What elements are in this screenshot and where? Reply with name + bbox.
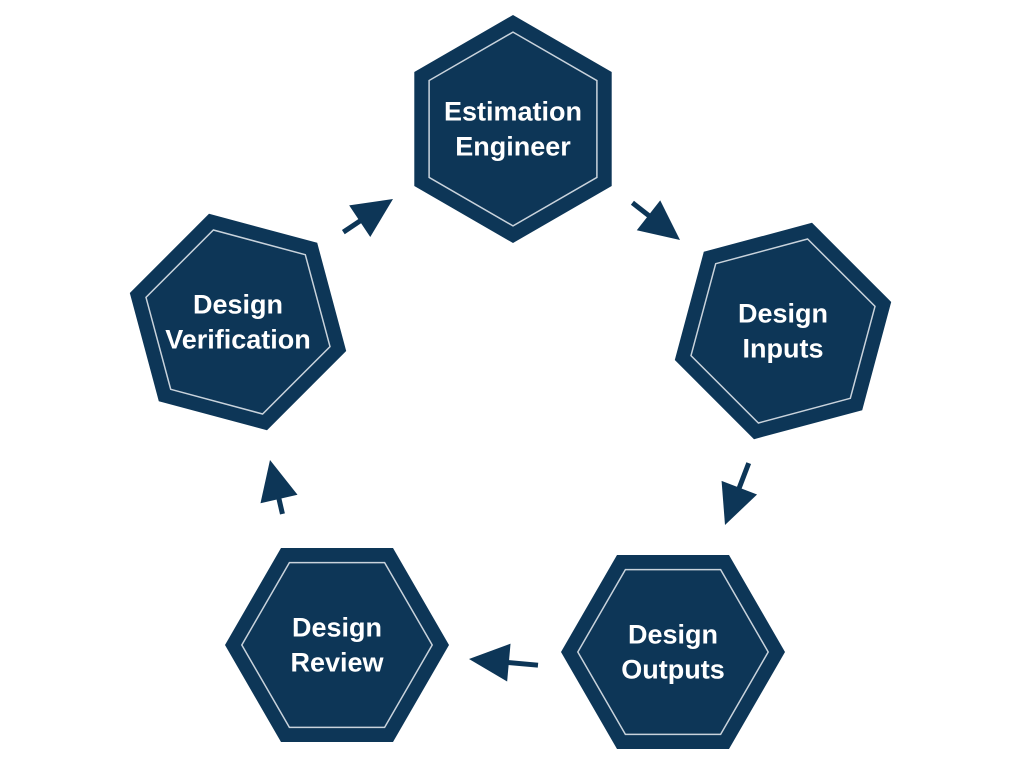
node-label-line: Design [292, 613, 382, 643]
hexagon-inner-outline [145, 229, 331, 415]
node-label-line: Engineer [455, 132, 571, 162]
arrow-shaft [735, 462, 752, 493]
arrow-design-inputs-to-design-outputs [721, 462, 758, 525]
nodes-layer: EstimationEngineerDesignInputsDesignOutp… [129, 15, 892, 749]
node-label-line: Design [628, 620, 718, 650]
hexagon-shape [561, 555, 785, 749]
hexagon-shape [129, 213, 347, 431]
node-label-line: Inputs [743, 334, 824, 364]
node-label-line: Design [193, 290, 283, 320]
arrows-layer [260, 199, 758, 682]
arrow-shaft [504, 659, 539, 668]
hexagon-inner-outline [428, 31, 598, 227]
node-label-line: Verification [165, 325, 311, 355]
hexagon-inner-outline [576, 568, 770, 736]
arrow-head [260, 460, 298, 504]
arrow-head [721, 480, 758, 525]
arrow-head [349, 199, 393, 237]
arrow-head [469, 643, 511, 682]
hexagon-inner-outline [690, 238, 876, 424]
arrow-shaft [630, 200, 654, 220]
node-label-line: Review [290, 648, 384, 678]
arrow-design-outputs-to-design-review [469, 643, 539, 682]
node-label-line: Outputs [621, 655, 724, 685]
hexagon-inner-outline [240, 561, 434, 729]
node-label-line: Estimation [444, 97, 582, 127]
hexagon-shape [674, 222, 892, 440]
hexagon-shape [225, 548, 449, 742]
arrow-design-verification-to-estimation-engineer [341, 199, 393, 237]
arrow-head [636, 200, 680, 240]
arrow-estimation-engineer-to-design-inputs [630, 200, 680, 240]
arrow-design-review-to-design-verification [260, 460, 298, 515]
hexagon-shape [414, 15, 612, 243]
node-label-line: Design [738, 299, 828, 329]
